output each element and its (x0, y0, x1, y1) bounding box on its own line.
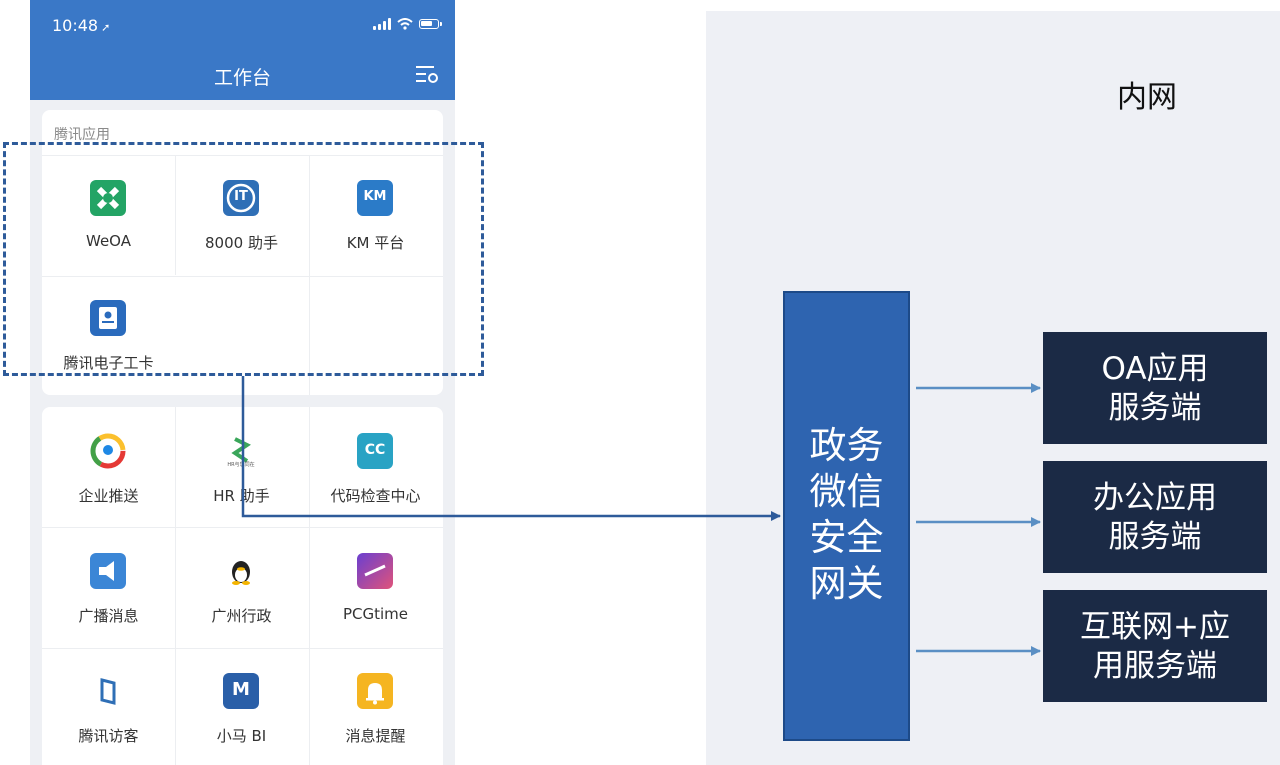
oa-server-box: OA应用 服务端 (1043, 332, 1267, 444)
app-label: 代码检查中心 (330, 487, 421, 505)
app-hr-helper[interactable]: HR与您同在 HR 助手 (175, 433, 308, 543)
visitor-icon (90, 673, 126, 709)
battery-icon (419, 19, 442, 29)
app-broadcast[interactable]: 广播消息 (42, 553, 175, 663)
km-icon: KM (357, 180, 393, 216)
tencent-apps-card: 腾讯应用 WeOA IT 8000 助手 KM KM 平台 (42, 110, 443, 395)
qq-penguin-icon (223, 553, 259, 589)
app-header: 10:48➚ 工作台 (30, 0, 455, 100)
phone-screenshot: 10:48➚ 工作台 腾讯应用 (30, 0, 455, 765)
server-label-line: OA应用 (1101, 351, 1209, 387)
divider (42, 276, 443, 277)
app-message-reminder[interactable]: 消息提醒 (309, 673, 442, 765)
server-label-line: 用服务端 (1093, 648, 1217, 684)
app-tencent-visitor[interactable]: 腾讯访客 (42, 673, 175, 765)
gateway-label-line: 微信 (809, 470, 884, 513)
push-icon (90, 433, 126, 469)
internet-plus-server-box: 互联网+应 用服务端 (1043, 590, 1267, 702)
app-label: PCGtime (342, 605, 409, 623)
app-pcgtime[interactable]: PCGtime (309, 553, 442, 663)
bell-icon (357, 673, 393, 709)
divider (175, 407, 176, 765)
gateway-label-line: 政务 (809, 424, 884, 467)
code-check-icon: CC (357, 433, 393, 469)
app-label: 消息提醒 (345, 727, 406, 745)
app-label: 广州行政 (211, 607, 272, 625)
app-label: HR 助手 (213, 487, 270, 505)
divider (175, 155, 176, 275)
hr-helper-icon: HR与您同在 (223, 433, 259, 469)
app-enterprise-push[interactable]: 企业推送 (42, 433, 175, 543)
highlight-dashed-box (3, 142, 484, 376)
app-label: KM 平台 (346, 234, 405, 252)
office-server-box: 办公应用 服务端 (1043, 461, 1267, 573)
app-xiaoma-bi[interactable]: M 小马 BI (175, 673, 308, 765)
gateway-label-line: 安全 (809, 516, 884, 559)
pcgtime-icon (357, 553, 393, 589)
app-label: WeOA (86, 232, 131, 250)
broadcast-icon (90, 553, 126, 589)
server-label-line: 办公应用 (1093, 480, 1217, 516)
app-label: 小马 BI (216, 727, 267, 745)
app-label: 腾讯电子工卡 (63, 354, 154, 372)
server-label-line: 服务端 (1108, 390, 1202, 426)
app-label: 广播消息 (78, 607, 139, 625)
gateway-label-line: 网关 (809, 562, 884, 605)
location-arrow-icon: ➚ (101, 21, 111, 34)
divider (42, 648, 443, 649)
security-gateway-box: 政务 微信 安全 网关 (783, 291, 910, 741)
app-label: 企业推送 (78, 487, 139, 505)
app-work-card[interactable]: 腾讯电子工卡 (42, 300, 175, 410)
app-weoa[interactable]: WeOA (42, 180, 175, 290)
page-title: 工作台 (213, 67, 271, 89)
wifi-icon (397, 18, 413, 30)
server-label-line: 互联网+应 (1080, 609, 1230, 645)
server-label-line: 服务端 (1108, 519, 1202, 555)
app-km-platform[interactable]: KM KM 平台 (309, 180, 442, 290)
bi-icon: M (223, 673, 259, 709)
divider (309, 407, 310, 765)
app-guangzhou-admin[interactable]: 广州行政 (175, 553, 308, 663)
divider (42, 527, 443, 528)
section-title: 腾讯应用 (54, 127, 110, 143)
status-time: 10:48➚ (52, 16, 111, 35)
status-icons (373, 18, 442, 30)
app-label: 8000 助手 (205, 234, 278, 252)
work-card-icon (90, 300, 126, 336)
it-helper-icon: IT (223, 180, 259, 216)
intranet-label: 内网 (1117, 80, 1177, 115)
app-code-check[interactable]: CC 代码检查中心 (309, 433, 442, 543)
app-8000-helper[interactable]: IT 8000 助手 (175, 180, 308, 290)
settings-icon[interactable] (415, 64, 439, 86)
connector-to-gateway (241, 376, 781, 521)
app-label: 腾讯访客 (78, 727, 139, 745)
divider (42, 155, 443, 156)
divider (309, 155, 310, 395)
gateway-label: 政务 微信 安全 网关 (785, 423, 908, 607)
weoa-icon (90, 180, 126, 216)
signal-icon (373, 18, 391, 30)
